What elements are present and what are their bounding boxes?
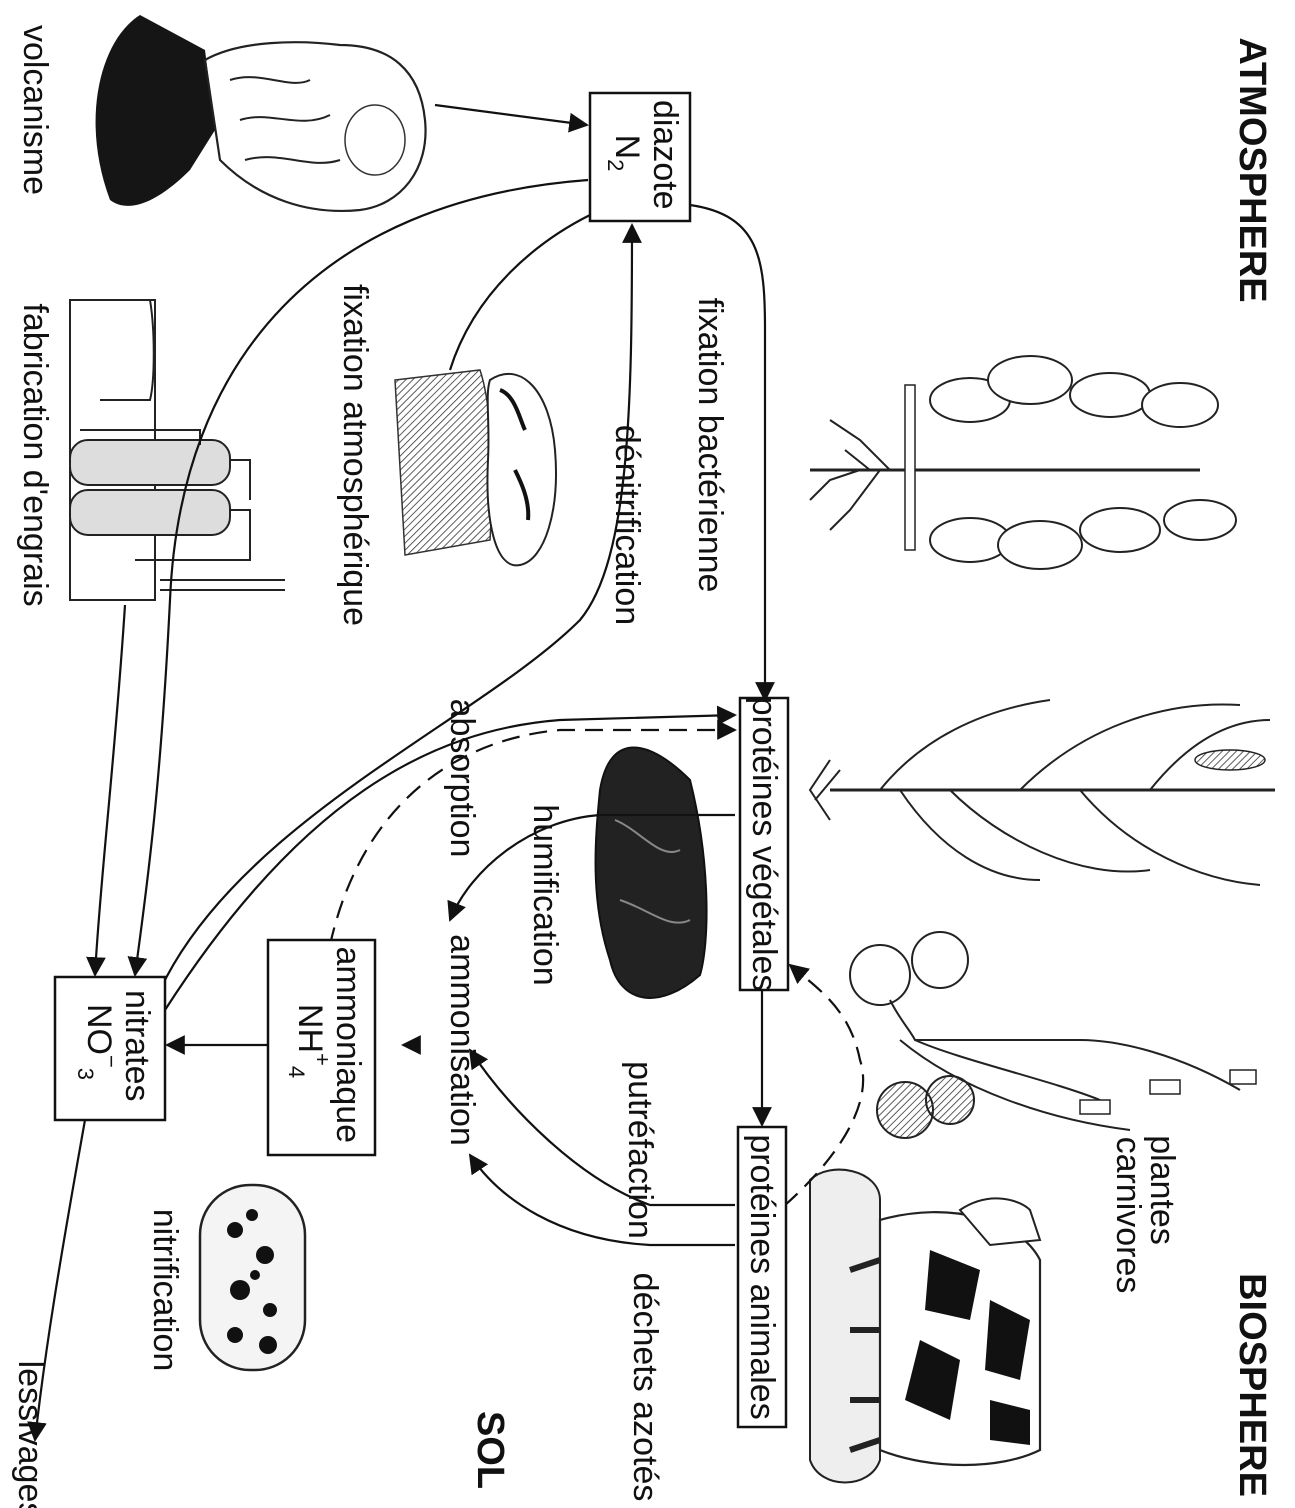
- factory-illustration: [70, 300, 285, 600]
- zone-title-atmosphere: ATMOSPHERE: [1231, 37, 1273, 302]
- carnivorous-plant-illustration: [850, 932, 1256, 1138]
- zone-title-biosphere: BIOSPHERE: [1231, 1273, 1273, 1497]
- label-plantes: plantes: [1143, 1135, 1181, 1245]
- label-ammonisation: ammonisation: [443, 934, 481, 1146]
- zone-title-sol: SOL: [469, 1411, 511, 1489]
- label-fixation-bacterienne: fixation bactérienne: [691, 298, 729, 593]
- label-carnivores: carnivores: [1109, 1137, 1147, 1294]
- arrow-volcanism-to-diazote: [435, 105, 587, 125]
- label-absorption: absorption: [443, 699, 481, 858]
- corn-plant-illustration: [810, 700, 1275, 885]
- box-proteines-animales: protéines animales: [738, 1127, 786, 1427]
- label-putrefaction: putréfaction: [621, 1061, 659, 1239]
- arrow-putrefaction: [470, 1050, 735, 1205]
- label-fabrication-engrais: fabrication d'engrais: [16, 303, 54, 606]
- nodule-illustration: [395, 370, 556, 565]
- label-fixation-atmospherique: fixation atmosphérique: [336, 284, 374, 626]
- label-proteines-vegetales: protéines végétales: [745, 697, 783, 992]
- box-nitrates: nitrates NO−3: [55, 977, 165, 1120]
- box-diazote: diazote N2: [590, 93, 690, 221]
- label-nitrification: nitrification: [146, 1209, 184, 1372]
- volcano-illustration: [96, 15, 426, 211]
- line-nodule-to-diazote: [450, 215, 590, 370]
- box-ammoniaque: ammoniaque NH+4: [268, 940, 375, 1155]
- humus-illustration: [596, 748, 707, 998]
- label-denitrification: dénitrification: [608, 425, 646, 625]
- bacterium-illustration: [200, 1185, 305, 1370]
- label-humification: humification: [526, 804, 564, 985]
- label-lessivages: lessivages: [11, 1361, 49, 1508]
- arrow-fabrication-to-nitrates: [95, 605, 125, 975]
- box-proteines-vegetales: protéines végétales: [740, 697, 788, 992]
- label-volcanisme: volcanisme: [16, 25, 54, 195]
- cow-illustration: [810, 1170, 1040, 1483]
- label-proteines-animales: protéines animales: [743, 1134, 781, 1419]
- legume-plant-illustration: [810, 356, 1236, 569]
- label-dechets-azotes: déchets azotés: [626, 1273, 664, 1502]
- arrow-dechets-azotes: [470, 1155, 735, 1245]
